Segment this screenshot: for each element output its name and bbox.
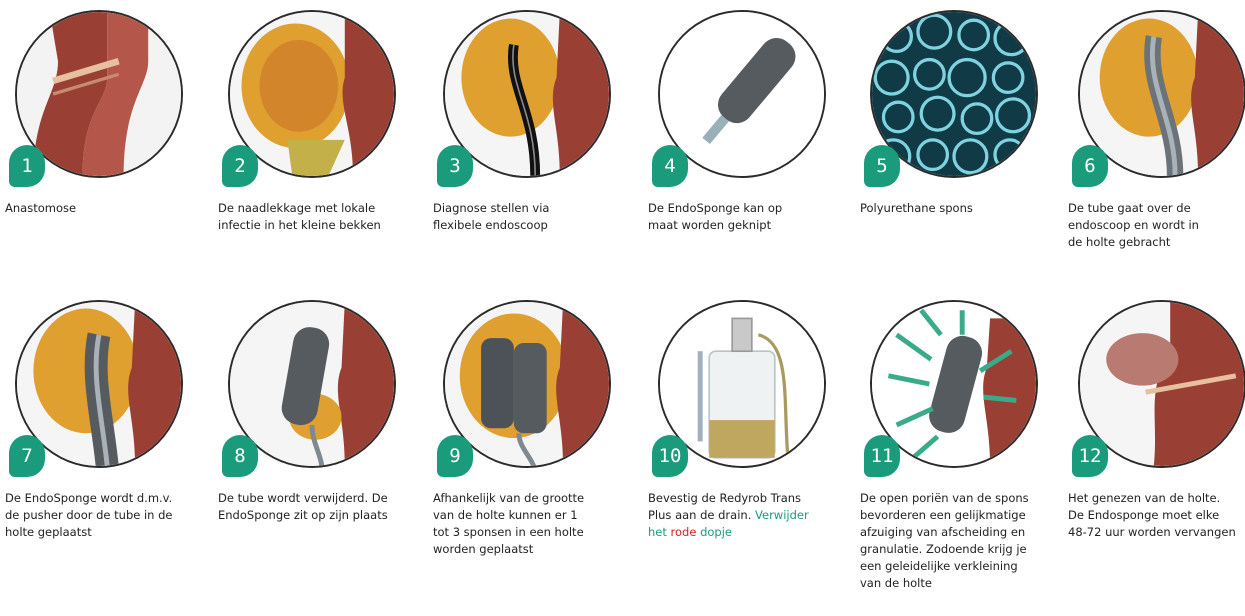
step-number-badge: 12 — [1072, 435, 1108, 477]
step-8: 8 De tube wordt verwijderd. De EndoSpong… — [218, 292, 423, 592]
step-number-badge: 2 — [222, 145, 258, 187]
step-caption: Diagnose stellen via flexibele endoscoop — [433, 200, 633, 234]
step-caption: De EndoSponge wordt d.m.v. de pusher doo… — [5, 490, 205, 541]
step-3: 3 Diagnose stellen via flexibele endosco… — [433, 2, 638, 302]
step-caption: De open poriën van de spons bevorderen e… — [860, 490, 1060, 592]
step-6: 6 De tube gaat over de endoscoop en word… — [1068, 2, 1245, 302]
step-caption: Anastomose — [5, 200, 205, 217]
step-number-badge: 6 — [1072, 145, 1108, 187]
step-caption: De tube gaat over de endoscoop en wordt … — [1068, 200, 1245, 251]
step-number-badge: 9 — [437, 435, 473, 477]
step-number-badge: 4 — [652, 145, 688, 187]
step-5: 5 Polyurethane spons — [860, 2, 1065, 302]
step-12: 12 Het genezen van de holte. De Endospon… — [1068, 292, 1245, 592]
step-caption: Afhankelijk van de grootte van de holte … — [433, 490, 633, 558]
step-2: 2 De naadlekkage met lokale infectie in … — [218, 2, 423, 302]
step-caption: De naadlekkage met lokale infectie in he… — [218, 200, 418, 234]
step-number-badge: 8 — [222, 435, 258, 477]
step-7: 7 De EndoSponge wordt d.m.v. de pusher d… — [5, 292, 210, 592]
caption-highlight-end: dopje — [696, 525, 732, 539]
step-11: 11 De open poriën van de spons bevordere… — [860, 292, 1065, 592]
step-9: 9 Afhankelijk van de grootte van de holt… — [433, 292, 638, 592]
step-caption: De EndoSponge kan op maat worden geknipt — [648, 200, 848, 234]
step-number-badge: 11 — [864, 435, 900, 477]
step-1: 1 Anastomose — [5, 2, 210, 302]
step-number-badge: 7 — [9, 435, 45, 477]
caption-red-word: rode — [671, 525, 697, 539]
step-4: 4 De EndoSponge kan op maat worden gekni… — [648, 2, 853, 302]
step-caption: Polyurethane spons — [860, 200, 1060, 217]
step-10: 10 Bevestig de Redyrob Trans Plus aan de… — [648, 292, 853, 592]
step-caption: Bevestig de Redyrob Trans Plus aan de dr… — [648, 490, 848, 541]
step-caption: De tube wordt verwijderd. De EndoSponge … — [218, 490, 418, 524]
step-number-badge: 5 — [864, 145, 900, 187]
step-number-badge: 3 — [437, 145, 473, 187]
step-number-badge: 10 — [652, 435, 688, 477]
step-number-badge: 1 — [9, 145, 45, 187]
step-caption: Het genezen van de holte. De Endosponge … — [1068, 490, 1245, 541]
